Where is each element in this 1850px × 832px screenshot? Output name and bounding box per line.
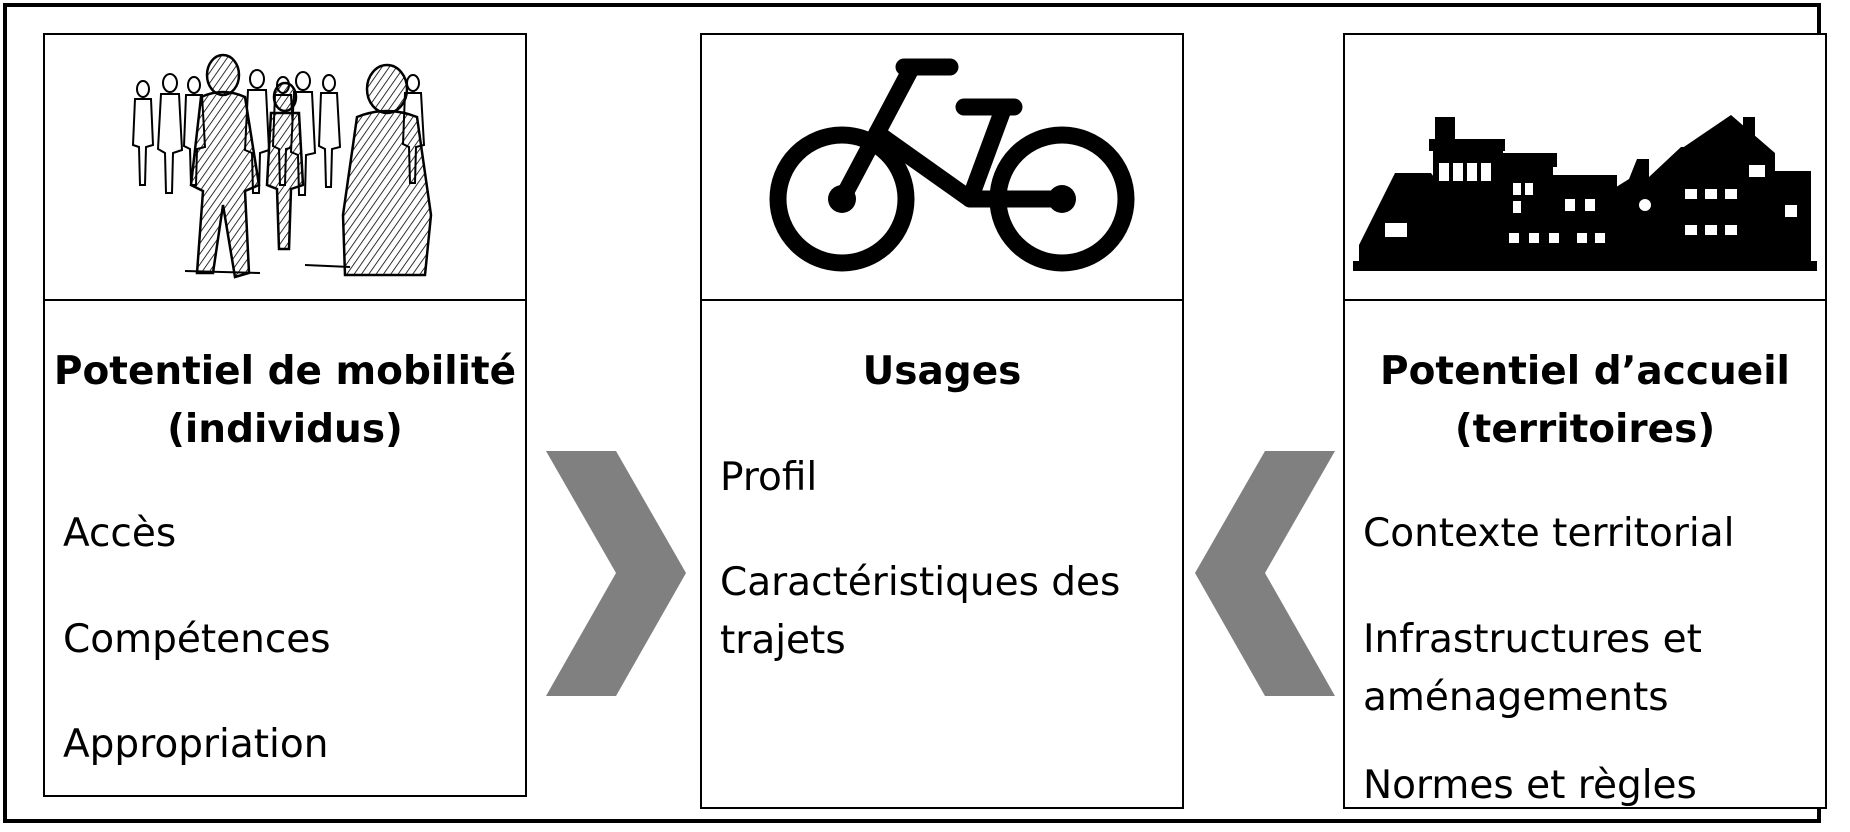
list-item: Appropriation [63,722,329,767]
list-item: Accès [63,511,177,556]
title-line: (territoires) [1454,407,1716,452]
panel-host-potential: Potentiel d’accueil (territoires) Contex… [1343,33,1827,809]
panel-mobility-potential: Potentiel de mobilité (individus) Accès … [43,33,527,797]
houses-image-area [1345,35,1825,301]
bicycle-image-area [702,35,1182,301]
list-item: Contexte territorial [1363,511,1735,556]
title-line: (individus) [167,407,403,452]
list-item: Normes et règles [1363,763,1697,808]
crowd-image-area [45,35,525,301]
list-item: Compétences [63,617,331,662]
houses-silhouette-icon [1353,115,1817,271]
list-item: trajets [720,618,846,663]
list-item: Profil [720,455,818,500]
crowd-sketch-icon [131,53,433,279]
title-line: Usages [862,349,1022,394]
panel-title: Potentiel d’accueil (territoires) [1345,343,1825,459]
list-item: aménagements [1363,675,1669,720]
chevron-right-icon [546,451,686,696]
title-line: Potentiel de mobilité [53,349,517,394]
title-line: Potentiel d’accueil [1380,349,1790,394]
bicycle-icon [769,58,1135,272]
list-item: Caractéristiques des [720,560,1121,605]
chevron-left-icon [1195,451,1335,696]
panel-title: Usages [702,343,1182,401]
list-item: Infrastructures et [1363,617,1702,662]
panel-title: Potentiel de mobilité (individus) [45,343,525,459]
panel-usages: Usages Profil Caractéristiques des traje… [700,33,1184,809]
